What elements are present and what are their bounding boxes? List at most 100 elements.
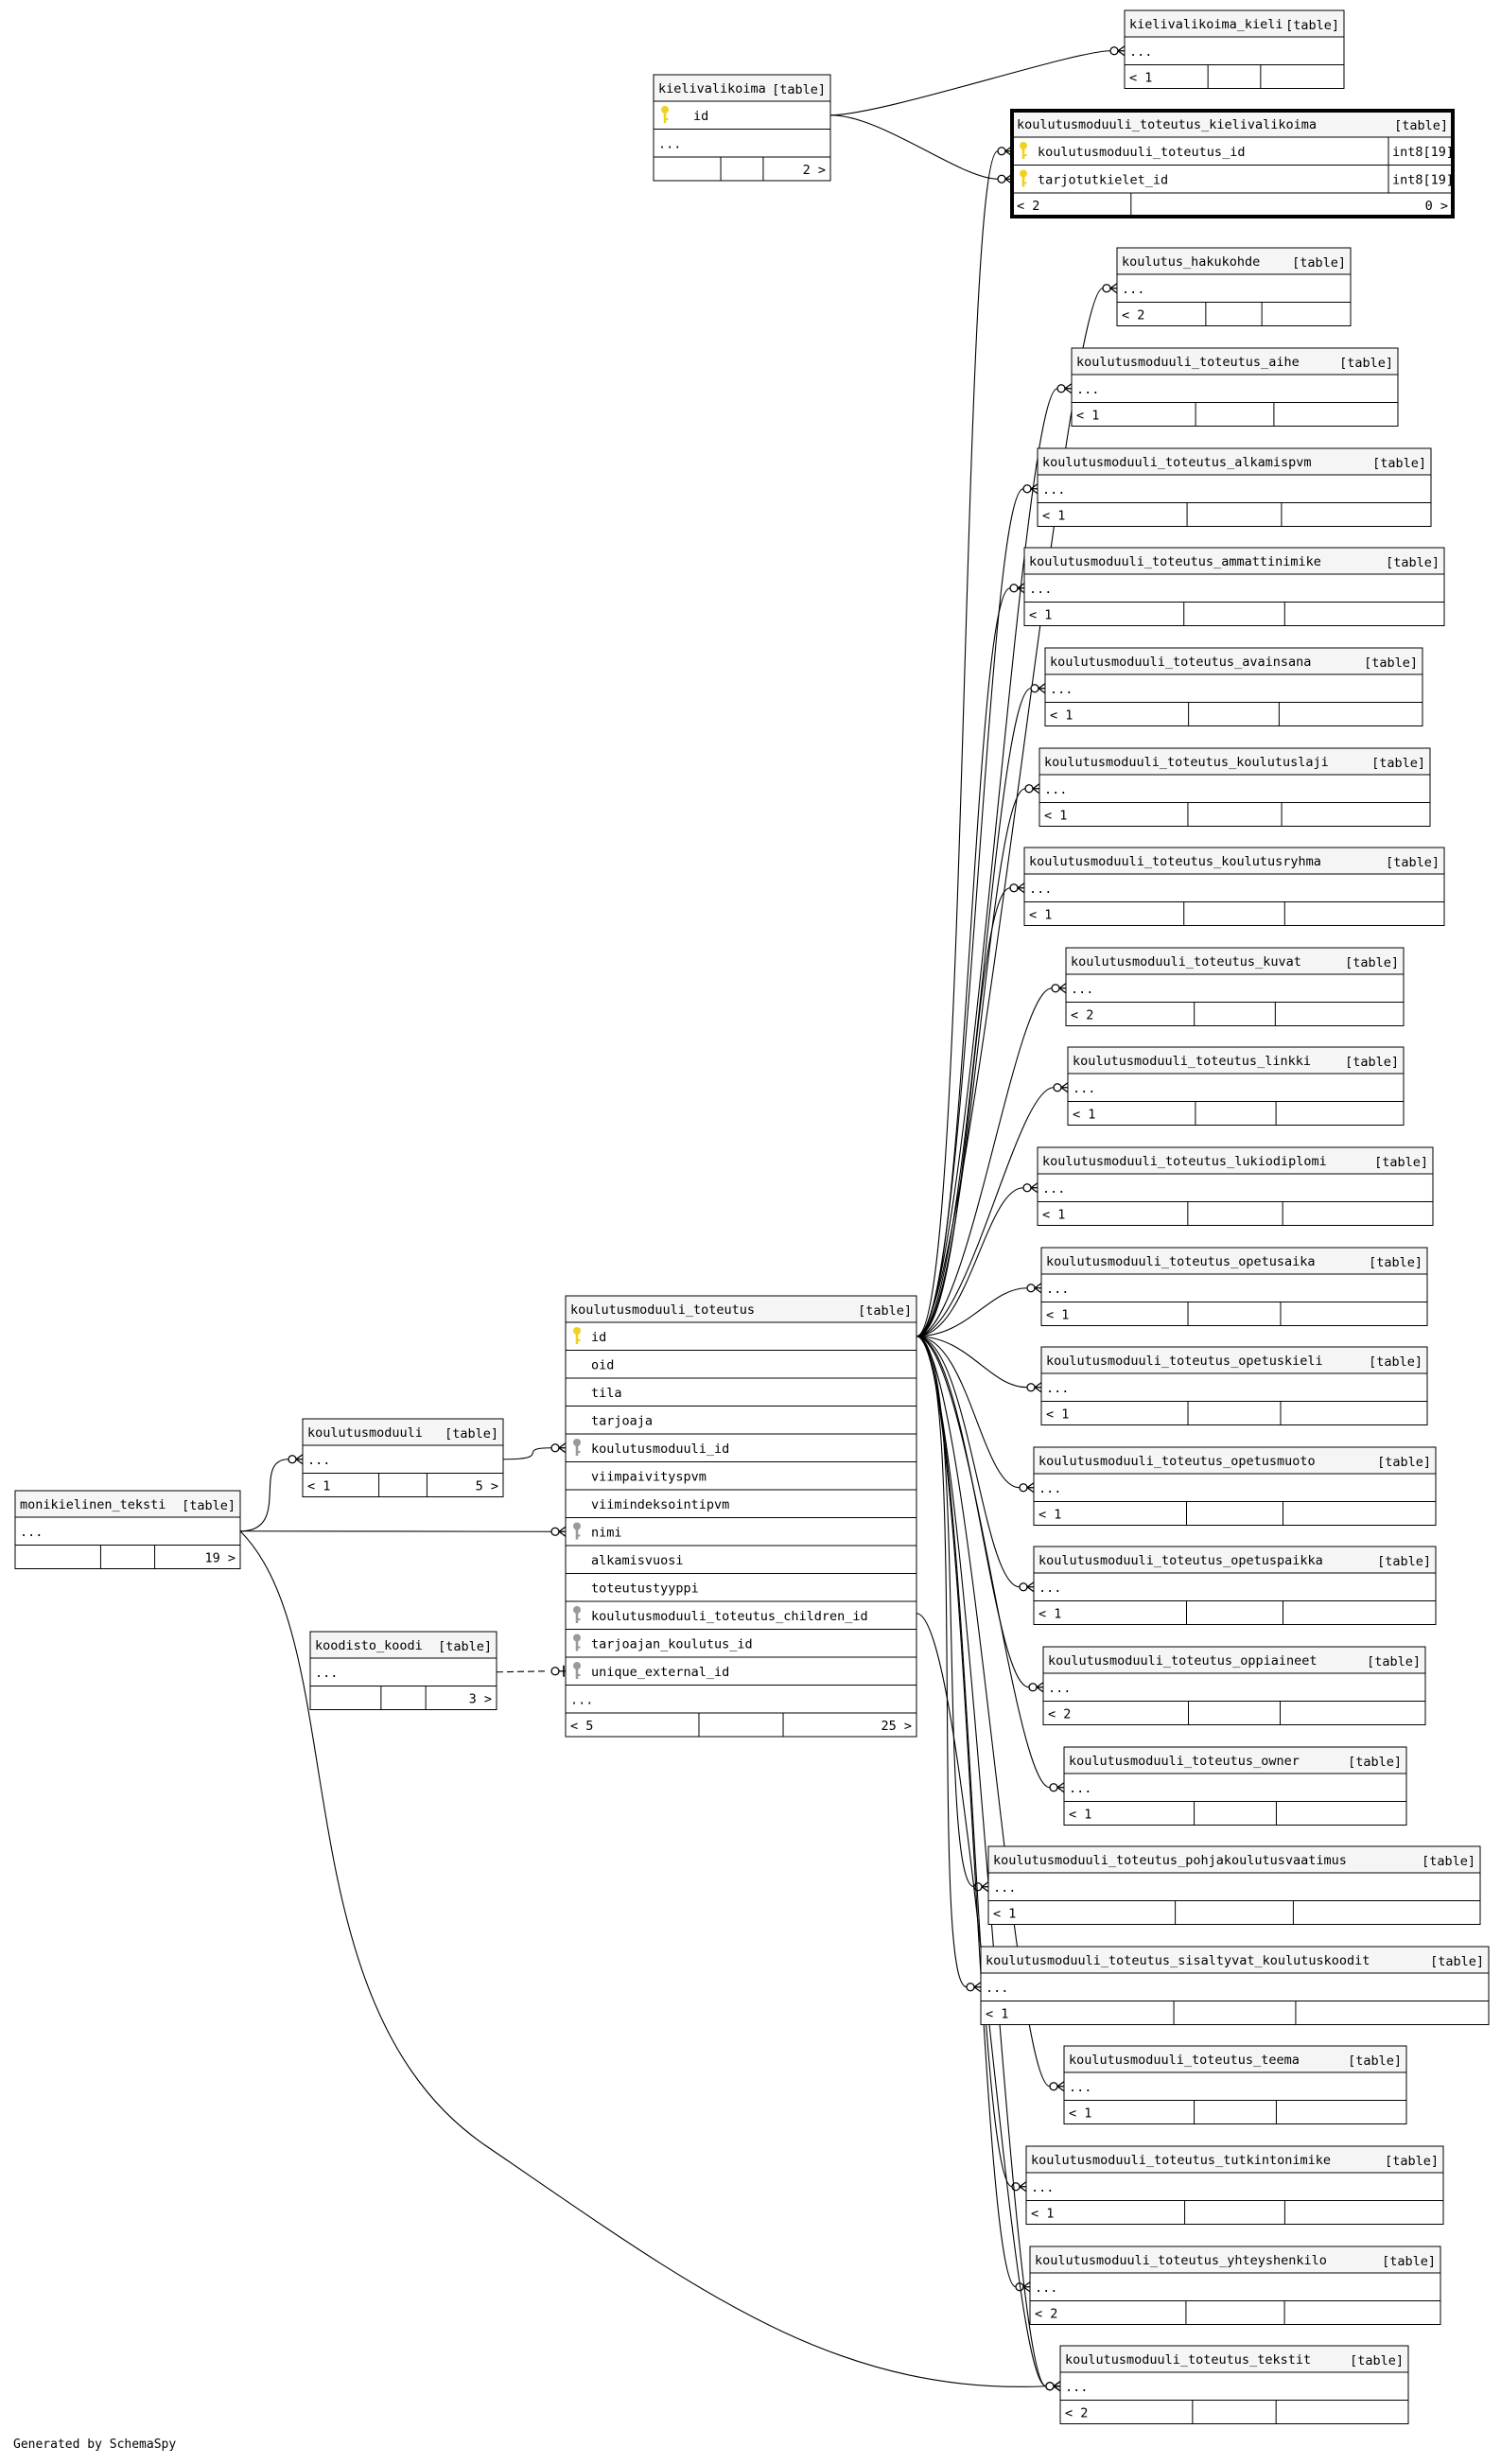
table-kt-aihe[interactable]: koulutusmoduuli_toteutus_aihe[table]...<…	[1071, 347, 1399, 427]
table-kt-oppiaineet[interactable]: koulutusmoduuli_toteutus_oppiaineet[tabl…	[1042, 1646, 1426, 1725]
table-tag: [table]	[1374, 1155, 1428, 1170]
incoming-count[interactable]: < 1	[1069, 1808, 1091, 1823]
table-tag: [table]	[445, 1426, 498, 1442]
crows-foot-marker	[1109, 45, 1126, 57]
table-kt-linkki[interactable]: koulutusmoduuli_toteutus_linkki[table]..…	[1067, 1046, 1405, 1126]
table-kt-opetusaika[interactable]: koulutusmoduuli_toteutus_opetusaika[tabl…	[1040, 1247, 1428, 1326]
table-kielivalikoima[interactable]: kielivalikoima[table]id...2 >	[653, 74, 831, 182]
column-toteutustyyppi: toteutustyyppi	[591, 1582, 699, 1597]
table-title: koulutusmoduuli_toteutus_linkki	[1073, 1054, 1311, 1069]
table-kt-koulutuslaji[interactable]: koulutusmoduuli_toteutus_koulutuslaji[ta…	[1038, 747, 1431, 827]
more-columns-row: ...	[1046, 1282, 1069, 1297]
table-kt-lukiodiplomi[interactable]: koulutusmoduuli_toteutus_lukiodiplomi[ta…	[1037, 1146, 1434, 1226]
table-tag: [table]	[1382, 2254, 1436, 2269]
table-kt-sisaltyvat[interactable]: koulutusmoduuli_toteutus_sisaltyvat_koul…	[980, 1946, 1490, 2025]
incoming-count[interactable]: < 1	[307, 1479, 330, 1494]
incoming-count[interactable]: < 1	[1046, 1308, 1069, 1323]
incoming-count[interactable]: < 2	[1048, 1707, 1071, 1722]
table-kt-tutkintonimike[interactable]: koulutusmoduuli_toteutus_tutkintonimike[…	[1025, 2145, 1444, 2225]
relationship-line	[916, 987, 1053, 1337]
incoming-count[interactable]: < 1	[1129, 71, 1152, 86]
table-monikielinen-teksti[interactable]: monikielinen_teksti[table]...19 >	[14, 1490, 241, 1569]
relationship-lines	[239, 45, 1126, 2392]
relationship-line	[916, 1336, 1013, 2188]
table-kt-opetuskieli[interactable]: koulutusmoduuli_toteutus_opetuskieli[tab…	[1040, 1346, 1428, 1425]
table-title: koulutusmoduuli_toteutus_yhteyshenkilo	[1035, 2253, 1327, 2268]
table-tag: [table]	[1386, 855, 1440, 870]
table-kt-kielivalikoima[interactable]: koulutusmoduuli_toteutus_kielivalikoima[…	[1010, 109, 1455, 218]
outgoing-count[interactable]: 2 >	[803, 163, 826, 178]
outgoing-count[interactable]: 5 >	[476, 1479, 498, 1494]
incoming-count[interactable]: < 2	[1017, 199, 1039, 214]
table-kt-opetusmuoto[interactable]: koulutusmoduuli_toteutus_opetusmuoto[tab…	[1033, 1446, 1437, 1526]
table-tag: [table]	[1369, 1255, 1422, 1270]
outgoing-count[interactable]: 25 >	[881, 1719, 912, 1734]
table-koulutusmoduuli-toteutus[interactable]: koulutusmoduuli_toteutus[table]idoidtila…	[565, 1295, 917, 1738]
incoming-count[interactable]: < 1	[1050, 708, 1073, 724]
table-kt-ammattinimike[interactable]: koulutusmoduuli_toteutus_ammattinimike[t…	[1023, 547, 1445, 626]
column-tarjoajan-koulutus-id: tarjoajan_koulutus_id	[591, 1637, 753, 1652]
table-tag: [table]	[1394, 118, 1448, 133]
table-kt-pohjakoulutus[interactable]: koulutusmoduuli_toteutus_pohjakoulutusva…	[987, 1845, 1481, 1925]
table-tag: [table]	[1371, 756, 1425, 771]
table-kt-koulutusryhma[interactable]: koulutusmoduuli_toteutus_koulutusryhma[t…	[1023, 847, 1445, 926]
table-koulutus-hakukohde[interactable]: koulutus_hakukohde[table]...< 2	[1116, 247, 1352, 326]
table-tag: [table]	[182, 1498, 236, 1513]
table-kt-kuvat[interactable]: koulutusmoduuli_toteutus_kuvat[table]...…	[1065, 947, 1405, 1026]
crows-foot-marker	[1009, 583, 1025, 594]
incoming-count[interactable]: < 1	[993, 1907, 1016, 1922]
incoming-count[interactable]: < 1	[1044, 809, 1067, 824]
incoming-count[interactable]: < 2	[1035, 2307, 1057, 2322]
outgoing-count[interactable]: 19 >	[204, 1551, 236, 1566]
more-columns-row: ...	[20, 1525, 43, 1540]
crows-foot-marker	[288, 1454, 304, 1465]
incoming-count[interactable]: < 1	[1031, 2207, 1054, 2222]
outgoing-count[interactable]: 3 >	[469, 1692, 492, 1707]
column-type: int8[19]	[1392, 145, 1454, 160]
crows-foot-marker	[1022, 483, 1038, 495]
more-columns-row: ...	[1035, 2281, 1057, 2296]
relationship-line	[916, 688, 1032, 1337]
table-kt-alkamispvm[interactable]: koulutusmoduuli_toteutus_alkamispvm[tabl…	[1037, 447, 1432, 527]
incoming-count[interactable]: < 1	[1029, 608, 1052, 623]
relationship-line	[239, 1459, 289, 1532]
crows-foot-marker	[1028, 1682, 1044, 1693]
table-kt-yhteyshenkilo[interactable]: koulutusmoduuli_toteutus_yhteyshenkilo [t…	[1029, 2246, 1441, 2325]
relationship-line	[829, 114, 999, 180]
incoming-count[interactable]: < 1	[1069, 2106, 1091, 2122]
table-koodisto-koodi[interactable]: koodisto_koodi[table]...3 >	[309, 1631, 497, 1710]
more-columns-row: ...	[1050, 682, 1073, 697]
incoming-count[interactable]: < 1	[1038, 1508, 1061, 1523]
table-tag: [table]	[1348, 2053, 1402, 2069]
more-columns-row: ...	[986, 1981, 1008, 1996]
table-kielivalikoima-kieli[interactable]: kielivalikoima_kieli[table]...< 1	[1124, 9, 1345, 89]
crows-foot-marker	[1051, 983, 1067, 994]
relationship-line	[916, 1336, 1051, 1789]
table-kt-avainsana[interactable]: koulutusmoduuli_toteutus_avainsana[table…	[1044, 647, 1423, 726]
more-columns-row: ...	[315, 1666, 338, 1681]
table-kt-tekstit[interactable]: koulutusmoduuli_toteutus_tekstit[table].…	[1059, 2345, 1409, 2424]
incoming-count[interactable]: < 1	[1076, 409, 1099, 424]
incoming-count[interactable]: < 1	[1029, 908, 1052, 923]
table-kt-teema[interactable]: koulutusmoduuli_toteutus_teema[table]...…	[1063, 2045, 1407, 2124]
more-columns-row: ...	[1044, 782, 1067, 797]
incoming-count[interactable]: < 1	[1042, 509, 1065, 524]
primary-key-icon	[1020, 142, 1027, 159]
incoming-count[interactable]: < 1	[1042, 1208, 1065, 1223]
incoming-count[interactable]: < 1	[1046, 1407, 1069, 1423]
table-kt-owner[interactable]: koulutusmoduuli_toteutus_owner[table]...…	[1063, 1746, 1407, 1826]
table-title: koulutusmoduuli_toteutus_kuvat	[1071, 954, 1301, 970]
column-tarjotutkielet-id: tarjotutkielet_id	[1038, 173, 1168, 188]
incoming-count[interactable]: < 1	[1073, 1108, 1095, 1123]
incoming-count[interactable]: < 2	[1071, 1008, 1093, 1023]
incoming-count[interactable]: < 2	[1122, 308, 1144, 323]
table-kt-opetuspaikka[interactable]: koulutusmoduuli_toteutus_opetuspaikka[ta…	[1033, 1546, 1437, 1625]
table-tag: [table]	[438, 1639, 492, 1654]
outgoing-count[interactable]: 0 >	[1425, 199, 1448, 214]
incoming-count[interactable]: < 1	[986, 2007, 1008, 2022]
incoming-count[interactable]: < 5	[570, 1719, 593, 1734]
incoming-count[interactable]: < 1	[1038, 1607, 1061, 1622]
table-tag: [table]	[772, 82, 826, 97]
incoming-count[interactable]: < 2	[1065, 2406, 1088, 2421]
